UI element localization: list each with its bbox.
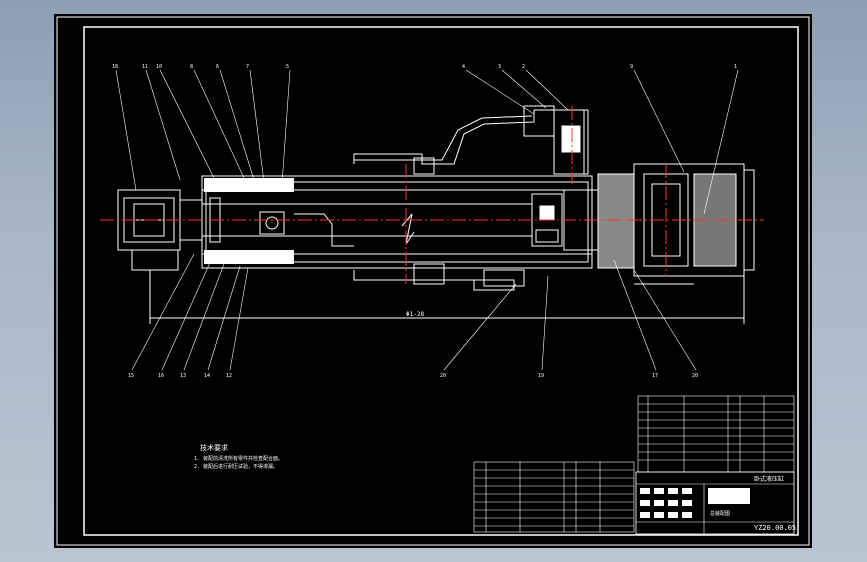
callout-top-label: 6 bbox=[216, 64, 219, 70]
callout-bottom-leader bbox=[229, 267, 249, 371]
callout-top-leader bbox=[159, 69, 215, 179]
callout-bottom-leader bbox=[443, 283, 517, 371]
callout-bottom-leader bbox=[183, 263, 225, 371]
callout-leaders bbox=[115, 69, 739, 371]
callout-bottom-label: 20 bbox=[440, 373, 446, 379]
cylinder-barrel bbox=[201, 175, 593, 269]
flange-hatch bbox=[597, 173, 635, 269]
length-dimension-text: Φ1-28 bbox=[406, 311, 424, 318]
callout-bottom-label: 20 bbox=[692, 373, 698, 379]
parts-list-left bbox=[473, 461, 635, 533]
callout-bottom-label: 17 bbox=[652, 373, 658, 379]
callout-top-leader bbox=[633, 69, 685, 173]
outer-frame bbox=[56, 16, 810, 546]
callout-top-label: 1 bbox=[734, 64, 737, 70]
callout-top-leader bbox=[145, 69, 181, 181]
callout-top-leader bbox=[465, 69, 535, 115]
callout-labels: 18 11 10 8 6 7 5 4 3 2 9 1 15 16 13 14 12 20 19 17 20 bbox=[112, 64, 737, 379]
callout-top-leader bbox=[249, 69, 265, 183]
title-block-assembly: 总装配图 bbox=[710, 510, 730, 517]
callout-top-leader bbox=[193, 69, 245, 179]
cylinder-assembly bbox=[117, 105, 755, 324]
callout-bottom-leader bbox=[541, 275, 549, 371]
tech-notes-title: 技术要求 bbox=[200, 443, 228, 452]
oil-pipe-bottom bbox=[353, 270, 515, 291]
callout-bottom-label: 16 bbox=[158, 373, 164, 379]
tech-note-line-2: 2. 装配后进行耐压试验，不得渗漏。 bbox=[194, 463, 278, 470]
callout-top-label: 4 bbox=[462, 64, 465, 70]
callout-top-label: 10 bbox=[156, 64, 162, 70]
callout-bottom-leader bbox=[207, 265, 241, 371]
callout-top-label: 3 bbox=[498, 64, 501, 70]
callout-bottom-leader bbox=[613, 259, 657, 371]
callout-bottom-leader bbox=[161, 257, 213, 371]
callout-top-label: 5 bbox=[286, 64, 289, 70]
callout-bottom-label: 13 bbox=[180, 373, 186, 379]
callout-top-label: 7 bbox=[246, 64, 249, 70]
technical-notes: 技术要求 1. 装配前清洗所有零件并检查配合面。 2. 装配后进行耐压试验，不得… bbox=[194, 443, 283, 470]
callout-bottom-label: 15 bbox=[128, 373, 134, 379]
callout-top-leader bbox=[703, 69, 739, 215]
callout-top-label: 18 bbox=[112, 64, 118, 70]
callout-top-leader bbox=[219, 69, 255, 181]
callout-bottom-label: 14 bbox=[204, 373, 210, 379]
oil-pipe-top bbox=[353, 109, 585, 174]
callout-top-label: 2 bbox=[522, 64, 525, 70]
callout-bottom-label: 19 bbox=[538, 373, 544, 379]
callout-top-leader bbox=[281, 69, 291, 185]
callout-top-label: 8 bbox=[190, 64, 193, 70]
inner-frame bbox=[83, 26, 799, 536]
centerlines bbox=[100, 106, 764, 284]
callout-top-label: 9 bbox=[630, 64, 633, 70]
callout-bottom-leader bbox=[633, 269, 697, 371]
callout-top-label: 11 bbox=[142, 64, 148, 70]
title-block-name: 卧式液压缸 bbox=[754, 475, 784, 483]
callout-top-leader bbox=[525, 69, 569, 111]
callout-top-leader bbox=[115, 69, 137, 191]
callout-top-leader bbox=[501, 69, 547, 109]
callout-bottom-leader bbox=[131, 253, 195, 371]
parts-list-right bbox=[637, 395, 795, 473]
callout-bottom-label: 12 bbox=[226, 373, 232, 379]
title-block: 卧式液压缸 总装配图 YZ20.00.05 bbox=[635, 471, 796, 535]
drawing-number: YZ20.00.05 bbox=[754, 524, 796, 532]
tech-note-line-1: 1. 装配前清洗所有零件并检查配合面。 bbox=[194, 455, 283, 462]
